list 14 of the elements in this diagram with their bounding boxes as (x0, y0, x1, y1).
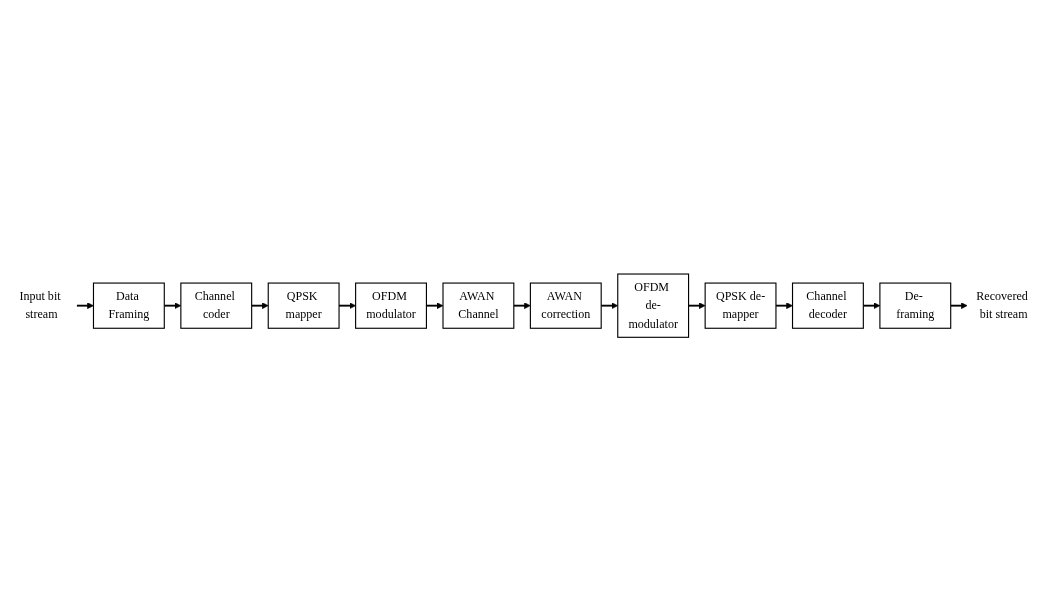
arrow (75, 302, 94, 309)
node-box: Channel decoder (791, 282, 864, 329)
node-box: QPSK mapper (267, 282, 340, 329)
node-box: AWAN Channel (442, 282, 515, 329)
node-box: OFDM modulator (355, 282, 427, 329)
node-box: Channel coder (180, 282, 253, 329)
node-text: Input bit stream (19, 289, 61, 321)
node-text: Recovered bit stream (976, 289, 1028, 321)
arrow (775, 302, 793, 309)
node-box: OFDM de-modulator (617, 273, 690, 338)
node-box: QPSK de-mapper (704, 282, 777, 329)
node-box: Data Framing (92, 282, 165, 329)
node-box: AWAN correction (529, 282, 602, 329)
node-box: De- framing (879, 282, 952, 329)
